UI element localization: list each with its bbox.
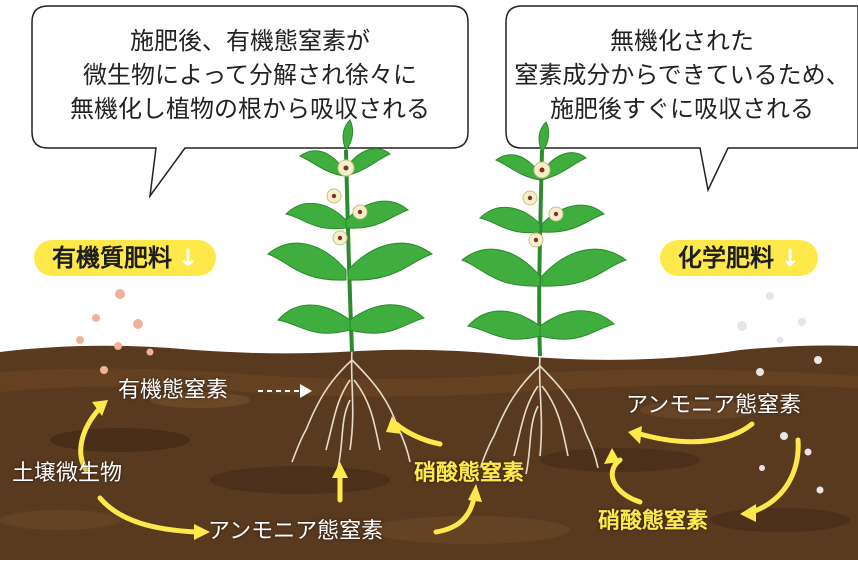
left-bubble-line-3: 無機化し植物の根から吸収される [70,95,430,123]
down-arrow-icon: ↓ [178,244,199,272]
chemical-fertilizer-particles [737,292,824,494]
cycle-arrowheads-right [604,426,756,522]
chemical-fertilizer-label: 化学肥料 [678,244,774,272]
organic-fertilizer-particles [76,289,154,374]
left-bubble-line-2: 微生物によって分解され徐々に [82,61,418,89]
organic-nitrogen-label: 有機態窒素 [118,378,229,403]
cycle-arrows-left [78,405,477,535]
right-bubble-line-3: 施肥後すぐに吸収される [550,95,814,123]
left-bubble-line-1: 施肥後、有機態窒素が [130,27,370,55]
chemical-fertilizer-tag: 化学肥料↓ [660,240,819,276]
right-bubble-line-2: 窒素成分からできているため、 [514,61,850,89]
left-plant [267,119,434,353]
left-plant-roots [291,349,411,469]
organic-fertilizer-label: 有機質肥料 [52,244,172,272]
left-speech-bubble [31,5,469,199]
right-bubble-text: 無機化された 窒素成分からできているため、 施肥後すぐに吸収される [506,24,858,126]
soil-microbes-label: 土壌微生物 [12,461,123,486]
nitrate-nitrogen-right-label: 硝酸態窒素 [598,509,709,534]
right-speech-bubble [505,5,858,193]
organic-fertilizer-tag: 有機質肥料↓ [34,240,217,276]
cycle-arrowheads-left [92,400,482,540]
nitrate-nitrogen-left-label: 硝酸態窒素 [414,461,525,486]
dashed-arrow-organic [258,384,312,398]
ammonia-nitrogen-left-label: アンモニア態窒素 [208,519,384,544]
right-plant-roots [479,355,599,475]
down-arrow-icon: ↓ [780,244,801,272]
right-bubble-line-1: 無機化された [610,27,754,55]
right-plant [461,121,628,357]
ammonia-nitrogen-right-label: アンモニア態窒素 [626,393,802,418]
left-bubble-text: 施肥後、有機態窒素が 微生物によって分解され徐々に 無機化し植物の根から吸収され… [32,24,468,126]
cycle-arrows-right [609,421,801,515]
